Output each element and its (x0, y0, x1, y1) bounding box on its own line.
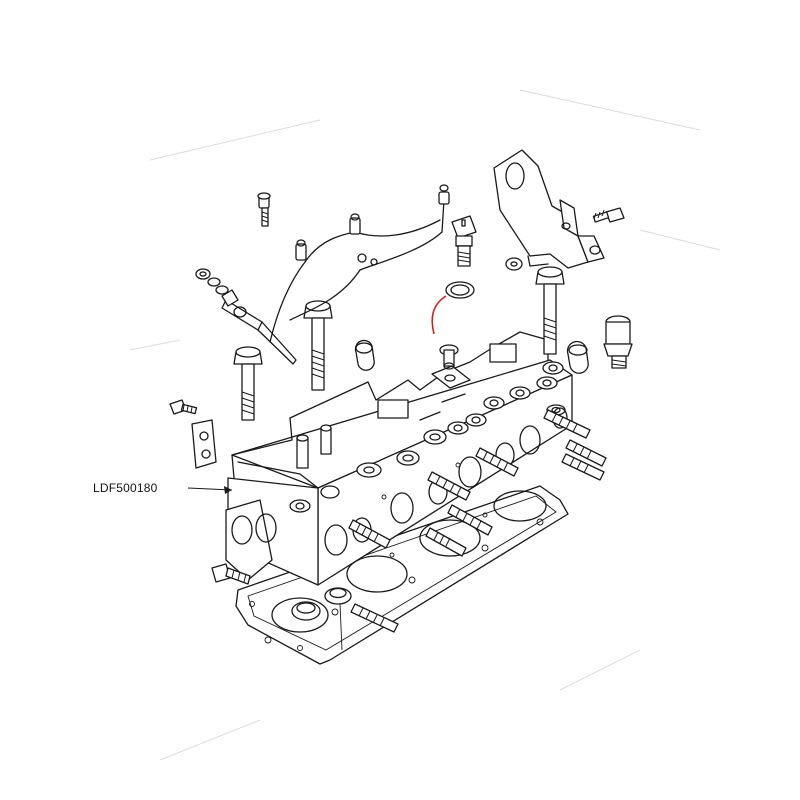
dowel-pin-1 (296, 434, 309, 469)
background-guides (129, 89, 721, 761)
head-stud-8 (561, 453, 605, 481)
manifold-bolt (211, 563, 251, 585)
callout-leader (187, 486, 233, 494)
core-plug-left (354, 339, 375, 371)
side-bracket-bolt (169, 399, 198, 415)
bracket-bolt (592, 207, 625, 223)
part-number-label: LDF500180 (93, 481, 158, 495)
glow-plug (221, 289, 297, 365)
highlight-leader-line (431, 295, 447, 335)
head-stud-2 (427, 471, 471, 501)
head-stud-5 (475, 447, 519, 477)
dowel-pin-2 (320, 424, 332, 455)
head-stud-4 (447, 504, 493, 536)
temperature-sensor (451, 215, 477, 267)
valve-seal-ring-left (291, 601, 321, 621)
terminal-stud (257, 192, 271, 227)
head-stud-3 (425, 527, 467, 557)
head-stud-7 (565, 439, 607, 467)
core-plug-right (566, 340, 589, 374)
head-stud-9 (350, 603, 399, 633)
side-bracket-plate (191, 419, 217, 469)
head-bolt-middle (303, 300, 333, 391)
glow-plug-harness (269, 184, 450, 343)
head-bolt-right (535, 266, 565, 355)
nut-washer-stack (195, 268, 229, 295)
sensor-plug (439, 344, 459, 370)
valve-seal-ring-right (324, 587, 352, 651)
head-stud-6 (543, 409, 591, 439)
head-stud-1 (348, 519, 391, 549)
sealing-washer (445, 281, 475, 299)
head-bolt-left (233, 346, 263, 421)
threaded-plug-fitting (603, 315, 633, 369)
lifting-bracket (493, 149, 605, 269)
bracket-spacer (505, 257, 523, 271)
